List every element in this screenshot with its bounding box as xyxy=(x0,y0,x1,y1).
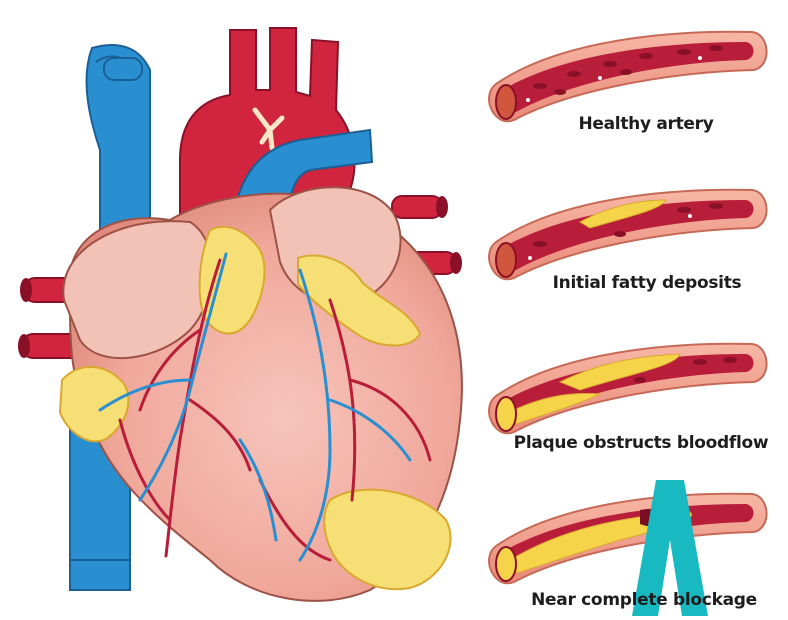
artery-near-blockage xyxy=(489,494,766,584)
label-healthy-artery: Healthy artery xyxy=(560,114,732,134)
artery-fatty-deposits xyxy=(489,190,766,280)
artery-plaque-obstruction xyxy=(489,344,766,434)
heart-group xyxy=(18,28,462,601)
label-plaque-obstructs-bloodflow: Plaque obstructs bloodflow xyxy=(494,433,788,453)
label-initial-fatty-deposits: Initial fatty deposits xyxy=(530,273,764,293)
label-near-complete-blockage: Near complete blockage xyxy=(512,590,776,610)
artery-healthy xyxy=(489,32,766,122)
